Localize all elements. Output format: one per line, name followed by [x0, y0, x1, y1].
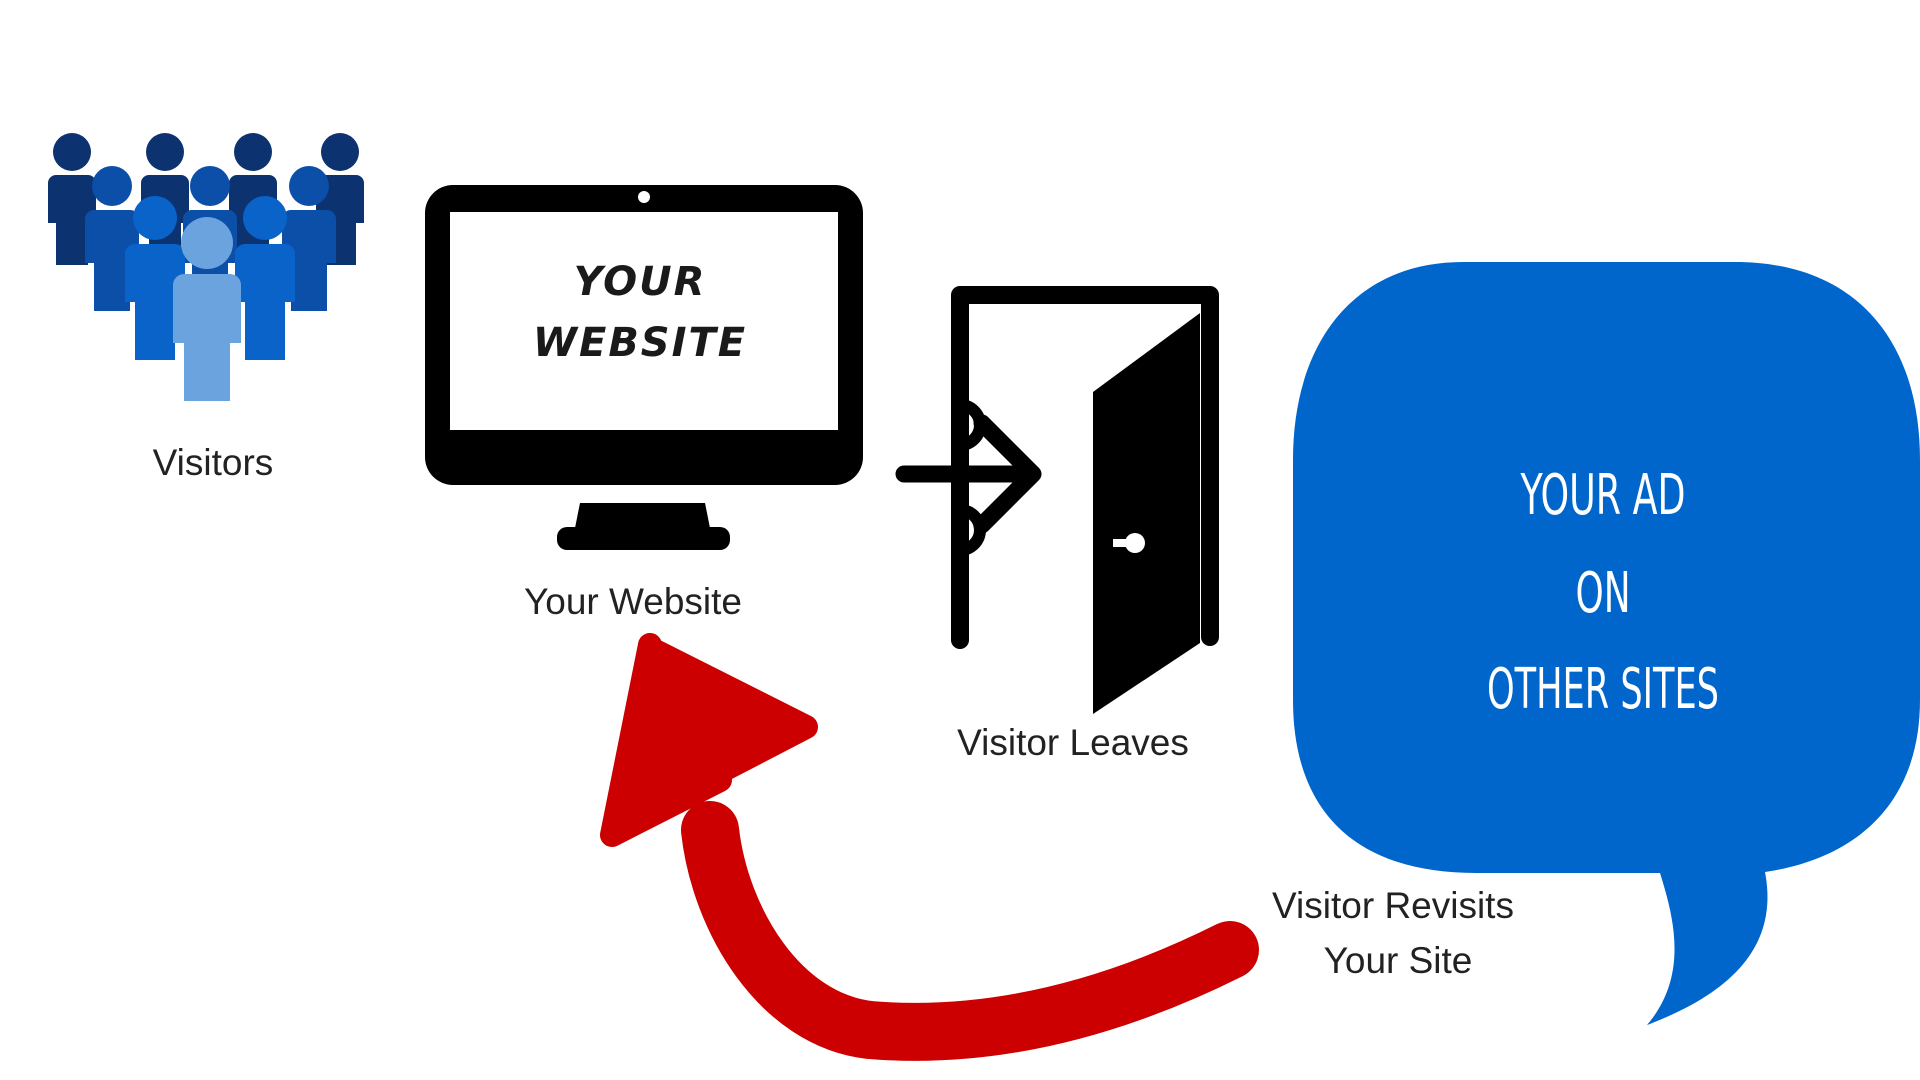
- visitor-leaves-label: Visitor Leaves: [957, 722, 1189, 763]
- visitors-label: Visitors: [153, 442, 274, 483]
- visitor-figure: [125, 196, 185, 360]
- monitor-base: [557, 527, 730, 550]
- monitor-icon: [425, 185, 863, 550]
- visitor-figure: [235, 196, 295, 360]
- enter-arrow-icon: [895, 414, 1042, 534]
- screen-text-line-2: WEBSITE: [533, 320, 747, 366]
- revisit-label-line-2: Your Site: [1324, 940, 1473, 981]
- people-group-icon: [48, 133, 364, 401]
- ad-bubble-line-3: OTHER SITES: [1487, 657, 1719, 722]
- visitor-figure: [282, 166, 336, 311]
- ad-bubble-line-1: YOUR AD: [1520, 463, 1686, 528]
- monitor-screen: [450, 212, 838, 430]
- website-label: Your Website: [524, 581, 742, 622]
- visitor-figure: [48, 133, 96, 265]
- visitor-figure: [173, 217, 241, 401]
- ad-bubble-line-2: ON: [1576, 561, 1631, 626]
- monitor-stand: [575, 503, 710, 528]
- screen-text-line-1: YOUR: [574, 259, 707, 305]
- webcam-dot: [638, 191, 650, 203]
- revisit-label-line-1: Visitor Revisits: [1272, 885, 1514, 926]
- curved-arrow-icon: [600, 633, 1259, 1061]
- door-panel: [1093, 313, 1200, 714]
- ad-speech-bubble: [1293, 262, 1920, 1025]
